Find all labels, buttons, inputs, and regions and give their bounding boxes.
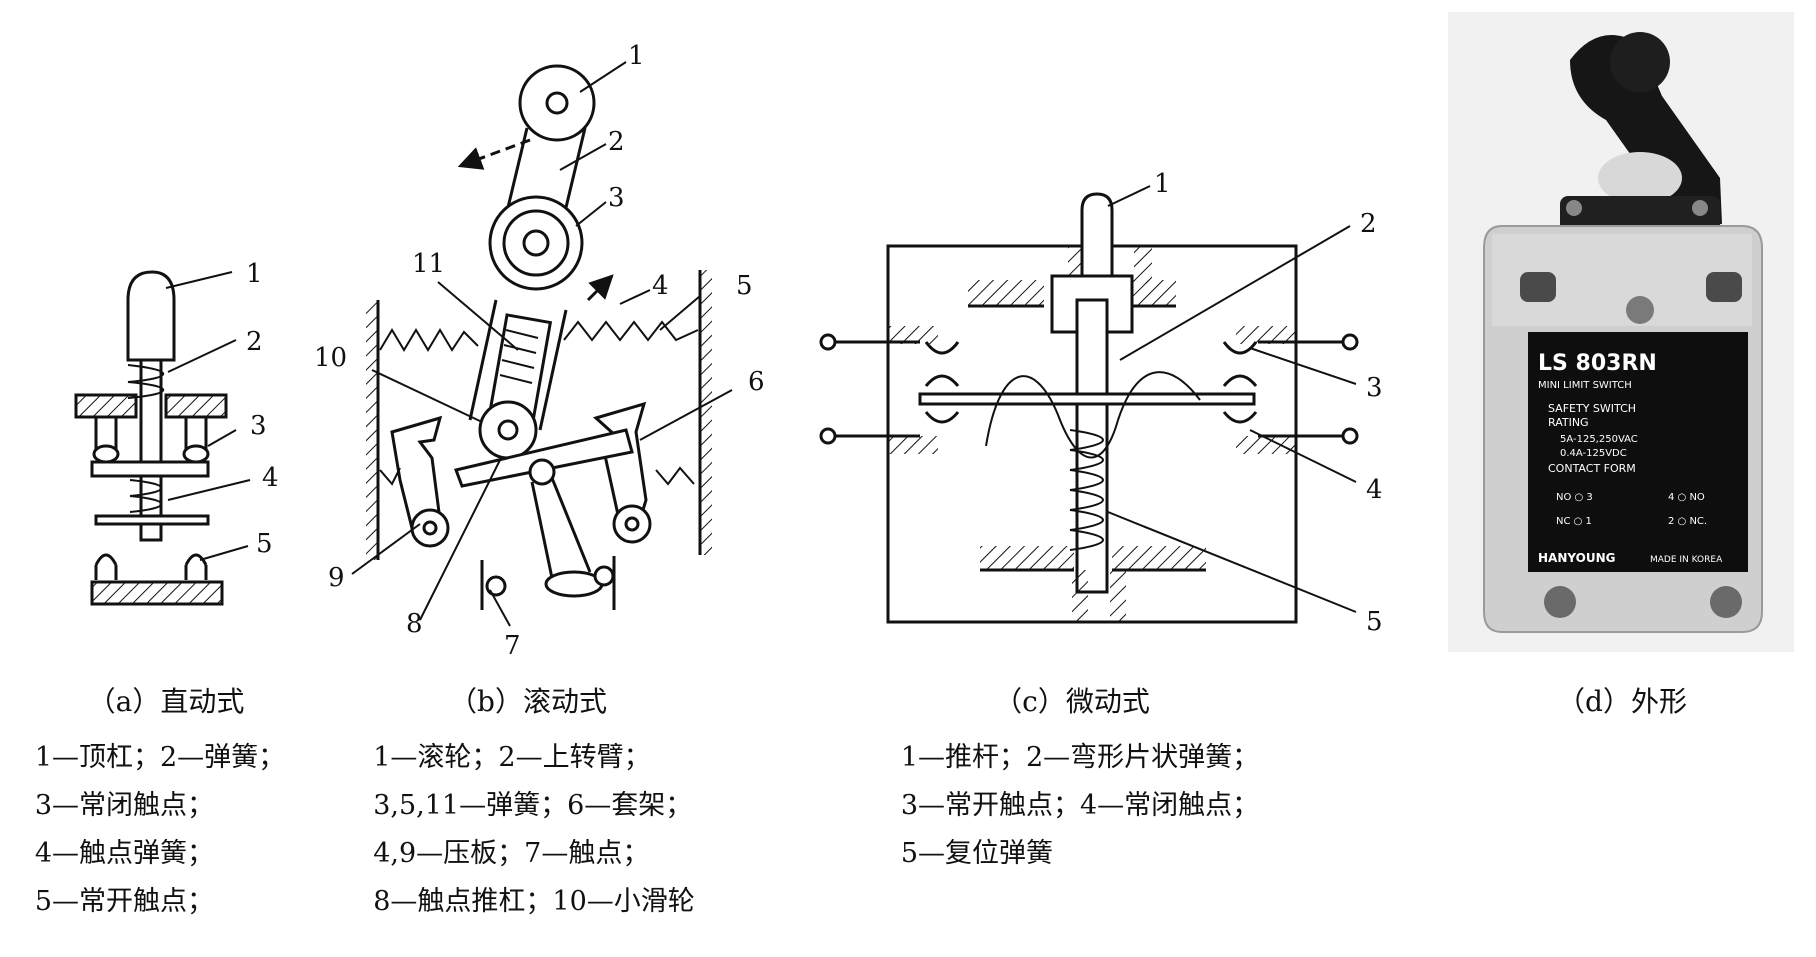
label-a-4: 4	[262, 463, 279, 493]
label-c-1: 1	[1154, 169, 1171, 199]
photo-nc1: NC ○ 1	[1556, 516, 1592, 527]
photo-nc2: 2 ○ NC.	[1668, 516, 1707, 527]
label-c-2: 2	[1360, 209, 1377, 239]
label-b-1: 1	[628, 41, 645, 71]
caption-c: （c）微动式	[994, 685, 1150, 718]
label-b-7: 7	[504, 631, 521, 661]
photo-no4: 4 ○ NO	[1668, 492, 1705, 503]
label-c-3: 3	[1366, 373, 1383, 403]
legend-b-line-2: 3,5,11—弹簧；6—套架；	[373, 790, 693, 821]
panel-a-labels: 1 2 3 4 5	[246, 259, 279, 559]
legend-b-line-4: 8—触点推杠；10—小滑轮	[373, 886, 695, 917]
panel-c-drawing	[819, 185, 1359, 624]
photo-made: MADE IN KOREA	[1650, 555, 1723, 565]
caption-a: （a）直动式	[87, 685, 245, 718]
panel-a-drawing	[74, 270, 251, 606]
legend-a-line-4: 5—常开触点；	[34, 886, 215, 917]
photo-brand: HANYOUNG	[1538, 551, 1615, 565]
caption-b: （b）滚动式	[449, 685, 607, 718]
label-a-2: 2	[246, 327, 263, 357]
legend-b-line-3: 4,9—压板；7—触点；	[373, 838, 650, 869]
label-c-5: 5	[1366, 607, 1383, 637]
label-b-6: 6	[748, 367, 765, 397]
label-b-11: 11	[412, 249, 445, 279]
panel-d-photo: LS 803RN MINI LIMIT SWITCH SAFETY SWITCH…	[1448, 12, 1794, 652]
panel-b-drawing	[351, 61, 733, 627]
photo-subtitle-text: MINI LIMIT SWITCH	[1538, 380, 1632, 391]
caption-d: （d）外形	[1557, 685, 1687, 718]
photo-line-4: 0.4A-125VDC	[1560, 448, 1627, 459]
label-b-9: 9	[328, 563, 345, 593]
label-b-8: 8	[406, 609, 423, 639]
legend-b-line-1: 1—滚轮；2—上转臂；	[373, 742, 651, 773]
label-c-4: 4	[1366, 475, 1383, 505]
label-b-5: 5	[736, 271, 753, 301]
legend-b: 1—滚轮；2—上转臂； 3,5,11—弹簧；6—套架； 4,9—压板；7—触点；…	[373, 734, 856, 926]
legend-a-line-1: 1—顶杠；2—弹簧；	[34, 742, 286, 773]
panel-b-labels: 1 2 3 4 5 6 7 8 9 10 11	[314, 41, 765, 661]
photo-model-text: LS 803RN	[1538, 351, 1657, 376]
label-a-5: 5	[256, 529, 273, 559]
photo-line-5: CONTACT FORM	[1548, 462, 1636, 475]
legend-c-line-2: 3—常开触点；4—常闭触点；	[900, 790, 1260, 821]
label-a-1: 1	[246, 259, 263, 289]
photo-line-3: 5A-125,250VAC	[1560, 434, 1638, 445]
label-b-2: 2	[608, 127, 625, 157]
legend-a-line-3: 4—触点弹簧；	[34, 838, 215, 869]
legend-a-line-2: 3—常闭触点；	[34, 790, 215, 821]
legend-a: 1—顶杠；2—弹簧； 3—常闭触点； 4—触点弹簧； 5—常开触点；	[35, 734, 410, 926]
legend-c-line-1: 1—推杆；2—弯形片状弹簧；	[900, 742, 1260, 773]
photo-line-1: SAFETY SWITCH	[1548, 402, 1636, 415]
panel-c-labels: 1 2 3 4 5	[1154, 169, 1383, 637]
legend-c: 1—推杆；2—弯形片状弹簧； 3—常开触点；4—常闭触点； 5—复位弹簧	[901, 734, 1438, 878]
label-b-3: 3	[608, 183, 625, 213]
label-b-4: 4	[652, 271, 669, 301]
label-a-3: 3	[250, 411, 267, 441]
legend-c-line-3: 5—复位弹簧	[900, 838, 1054, 869]
label-b-10: 10	[314, 343, 347, 373]
photo-line-2: RATING	[1548, 416, 1589, 429]
photo-no3: NO ○ 3	[1556, 492, 1593, 503]
